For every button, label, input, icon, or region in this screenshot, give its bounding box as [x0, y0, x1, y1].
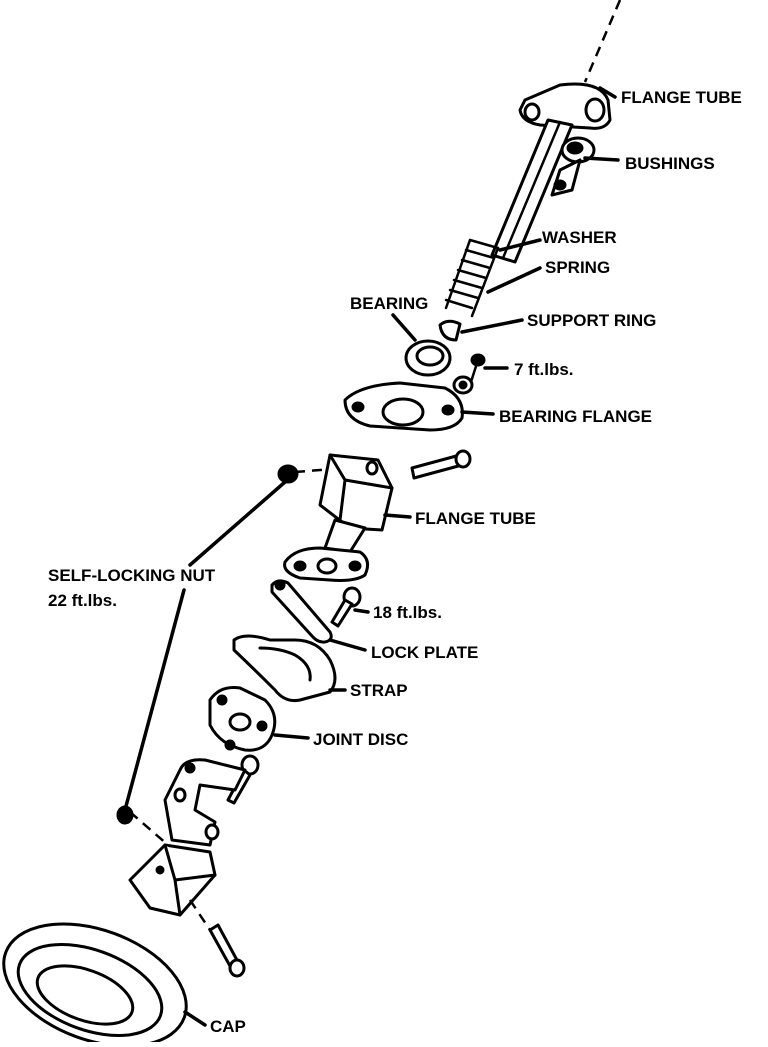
label-strap: STRAP [350, 681, 408, 700]
label-torque-22: 22 ft.lbs. [48, 591, 117, 610]
bolt-7-ftlbs [452, 353, 486, 395]
lock-plate [270, 579, 333, 644]
label-support-ring: SUPPORT RING [527, 311, 656, 330]
leader-bushings [583, 156, 620, 162]
leader-washer [498, 238, 542, 252]
axis-line-top [583, 0, 622, 83]
cap [2, 922, 188, 1047]
label-lock-plate: LOCK PLATE [371, 643, 478, 662]
leader-bearing-flange [460, 410, 495, 416]
label-torque-18: 18 ft.lbs. [373, 603, 442, 622]
bearing [404, 339, 452, 377]
bottom-bolt [208, 923, 246, 978]
upper-flange-tube [490, 82, 612, 264]
middle-flange-tube [318, 453, 394, 554]
bolt-18-ftlbs [330, 586, 362, 628]
strap [232, 634, 337, 702]
lower-yoke [163, 758, 247, 847]
label-cap: CAP [210, 1017, 246, 1036]
bearing-flange [343, 381, 464, 432]
yoke-flange [283, 546, 370, 582]
label-washer: WASHER [542, 228, 617, 247]
leader-joint-disc [273, 733, 310, 740]
axis-line-lower-nut [129, 811, 169, 846]
label-self-locking-nut: SELF-LOCKING NUT [48, 566, 216, 585]
label-flange-tube-mid: FLANGE TUBE [415, 509, 536, 528]
leader-self-locking-nut-top [188, 480, 287, 567]
leader-spring [486, 266, 542, 294]
support-ring [438, 319, 462, 342]
lower-clamp-block [128, 843, 217, 917]
leader-cap [183, 1010, 207, 1027]
leader-support-ring [460, 318, 524, 334]
leader-flange-tube-mid [383, 513, 412, 519]
leader-flange-tube-top [598, 86, 617, 99]
axis-line-lower-bolt [188, 899, 212, 931]
flange-tube-bolt [410, 449, 472, 480]
label-joint-disc: JOINT DISC [313, 730, 408, 749]
self-locking-nut-top [277, 464, 299, 484]
joint-disc [208, 686, 277, 752]
leader-bearing [391, 313, 417, 342]
label-bearing: BEARING [350, 294, 428, 313]
label-bearing-flange: BEARING FLANGE [499, 407, 652, 426]
label-torque-7: 7 ft.lbs. [514, 360, 574, 379]
leader-18-ftlbs [353, 608, 370, 614]
bushings [550, 136, 596, 197]
label-spring: SPRING [545, 258, 610, 277]
label-flange-tube-top: FLANGE TUBE [621, 88, 742, 107]
label-bushings: BUSHINGS [625, 154, 715, 173]
spring [444, 238, 500, 318]
leader-lock-plate [328, 638, 367, 652]
leader-self-locking-nut-bottom [123, 588, 186, 812]
